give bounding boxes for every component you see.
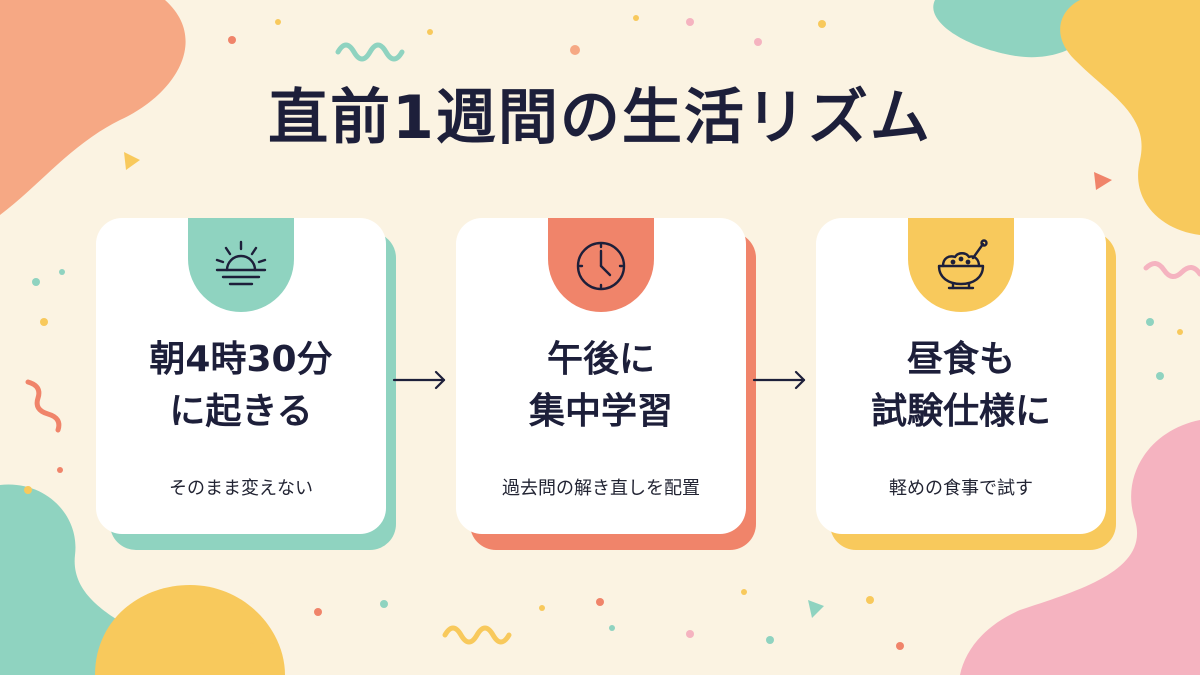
card-subtext: 軽めの食事で試す: [889, 478, 1033, 499]
confetti-dots: [24, 15, 1183, 650]
icon-tab: [188, 218, 294, 312]
blob-bottom-right: [960, 420, 1200, 675]
card-heading-line2: 集中学習: [528, 391, 673, 432]
card-heading-line1: 昼食も: [906, 339, 1015, 380]
card-lunch: 昼食も 試験仕様に 軽めの食事で試す: [816, 218, 1116, 550]
clock-icon: [576, 241, 626, 291]
triangle-yellow: [124, 152, 140, 170]
card-heading-line2: に起きる: [169, 391, 313, 432]
triangle-yellow-bottom: [250, 642, 262, 658]
page-title: 直前1週間の生活リズム: [268, 83, 932, 153]
triangle-coral: [1094, 172, 1112, 190]
blob-bottom-left-yellow: [95, 585, 285, 675]
rice-bowl-icon: [937, 239, 988, 290]
triangle-teal: [808, 600, 824, 618]
card-heading: 昼食も 試験仕様に: [816, 334, 1106, 438]
card-heading: 午後に 集中学習: [456, 334, 746, 438]
sunrise-icon: [215, 240, 267, 286]
squiggle-yellow-bottom: [442, 625, 512, 645]
card-heading: 朝4時30分 に起きる: [96, 334, 386, 438]
card-subtext: 過去問の解き直しを配置: [502, 478, 700, 499]
icon-tab: [908, 218, 1014, 312]
blob-top-left: [0, 0, 186, 215]
card-afternoon-study: 午後に 集中学習 過去問の解き直しを配置: [456, 218, 756, 550]
card-heading-line2: 試験仕様に: [870, 391, 1051, 432]
card-body: 昼食も 試験仕様に 軽めの食事で試す: [816, 218, 1106, 534]
card-heading-line1: 朝4時30分: [149, 339, 333, 380]
squiggle-teal-top: [335, 42, 405, 62]
card-heading-line1: 午後に: [546, 339, 655, 380]
squiggle-pink-right: [1143, 261, 1200, 279]
blob-top-right-yellow: [1060, 0, 1200, 235]
arrow-right-icon: [752, 370, 806, 390]
squiggle-coral-left: [25, 379, 62, 433]
card-wake-up: 朝4時30分 に起きる そのまま変えない: [96, 218, 396, 550]
icon-tab: [548, 218, 654, 312]
card-subtext: そのまま変えない: [169, 478, 313, 499]
arrow-right-icon: [392, 370, 446, 390]
card-body: 朝4時30分 に起きる そのまま変えない: [96, 218, 386, 534]
blob-bottom-left-teal: [0, 484, 175, 675]
card-body: 午後に 集中学習 過去問の解き直しを配置: [456, 218, 746, 534]
